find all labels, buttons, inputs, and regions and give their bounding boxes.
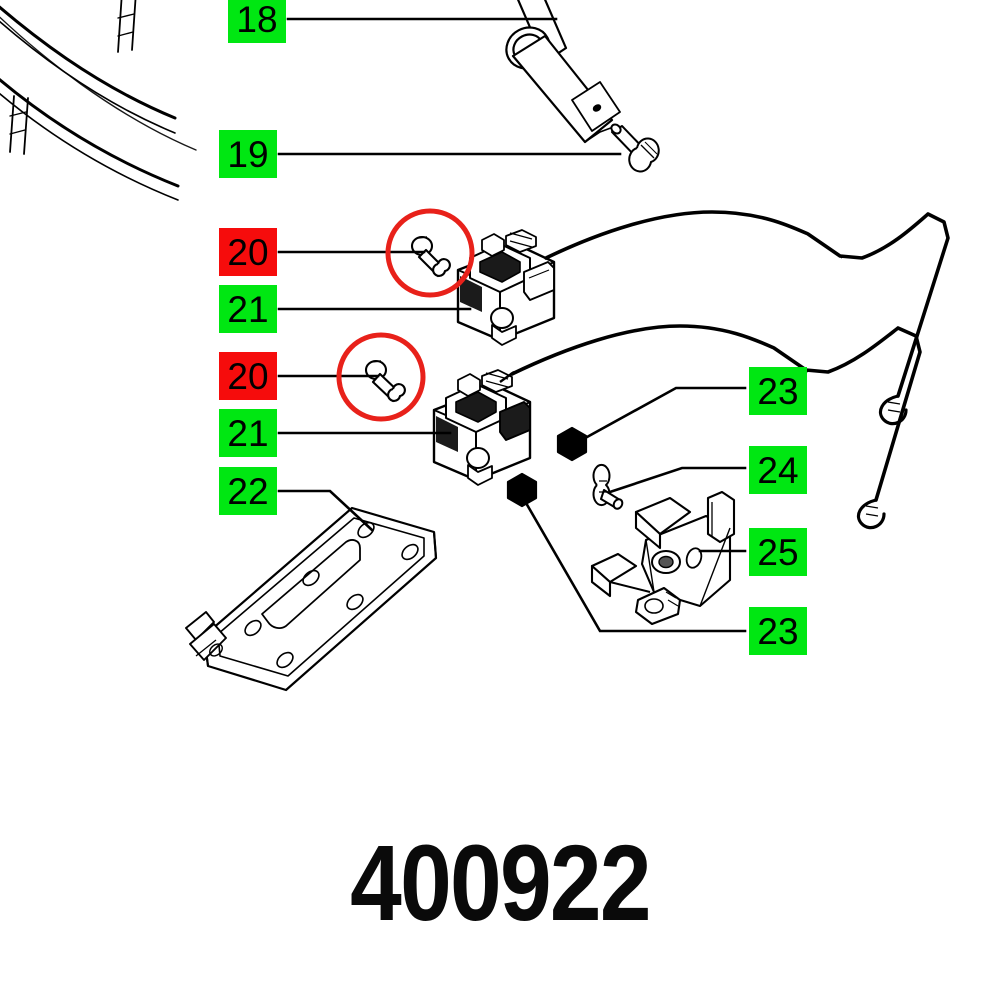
callout-25[interactable]: 25: [749, 528, 807, 576]
part-25-sheet-metal-bracket: [590, 490, 736, 626]
part-19-hex-bolt: [610, 123, 660, 173]
part-number: 400922: [350, 822, 651, 943]
part-24-flange-bolt: [592, 463, 624, 510]
leader-line-22: [277, 489, 374, 532]
callout-22[interactable]: 22: [219, 467, 277, 515]
part-21a-switch-valve-upper: [456, 229, 556, 346]
leader-line-23b: [520, 494, 747, 633]
wire-rod-upper-detail: [811, 235, 901, 413]
callout-21b[interactable]: 21: [219, 409, 277, 457]
leader-line-23a: [576, 386, 747, 444]
highlight-screw-upper-circle: [385, 208, 475, 298]
part-21b-switch-valve-lower: [432, 369, 532, 486]
callout-19[interactable]: 19: [219, 130, 277, 178]
part-22-mounting-plate: [185, 506, 438, 692]
leader-lines: [277, 17, 747, 633]
part-wire-rod-lower: [510, 324, 922, 530]
callout-18[interactable]: 18: [228, 0, 286, 43]
part-23b-rubber-grommet-lower: [506, 472, 538, 508]
housing-shroud-partial: [0, 0, 197, 201]
part-wire-rod-upper: [544, 210, 950, 426]
highlight-screw-lower-circle: [336, 332, 426, 422]
leader-line-24: [608, 466, 747, 494]
part-23a-rubber-grommet-upper: [556, 426, 588, 462]
highlight-circles: [336, 208, 475, 422]
callout-21a[interactable]: 21: [219, 285, 277, 333]
callout-20a[interactable]: 20: [219, 228, 277, 276]
part-18-handle-lever-arm: [505, 0, 621, 144]
callout-23a[interactable]: 23: [749, 367, 807, 415]
callout-23b[interactable]: 23: [749, 607, 807, 655]
part-20b-screw-lower: [364, 359, 406, 403]
callout-24[interactable]: 24: [749, 446, 807, 494]
callout-20b[interactable]: 20: [219, 352, 277, 400]
part-20a-screw-upper: [410, 235, 451, 278]
